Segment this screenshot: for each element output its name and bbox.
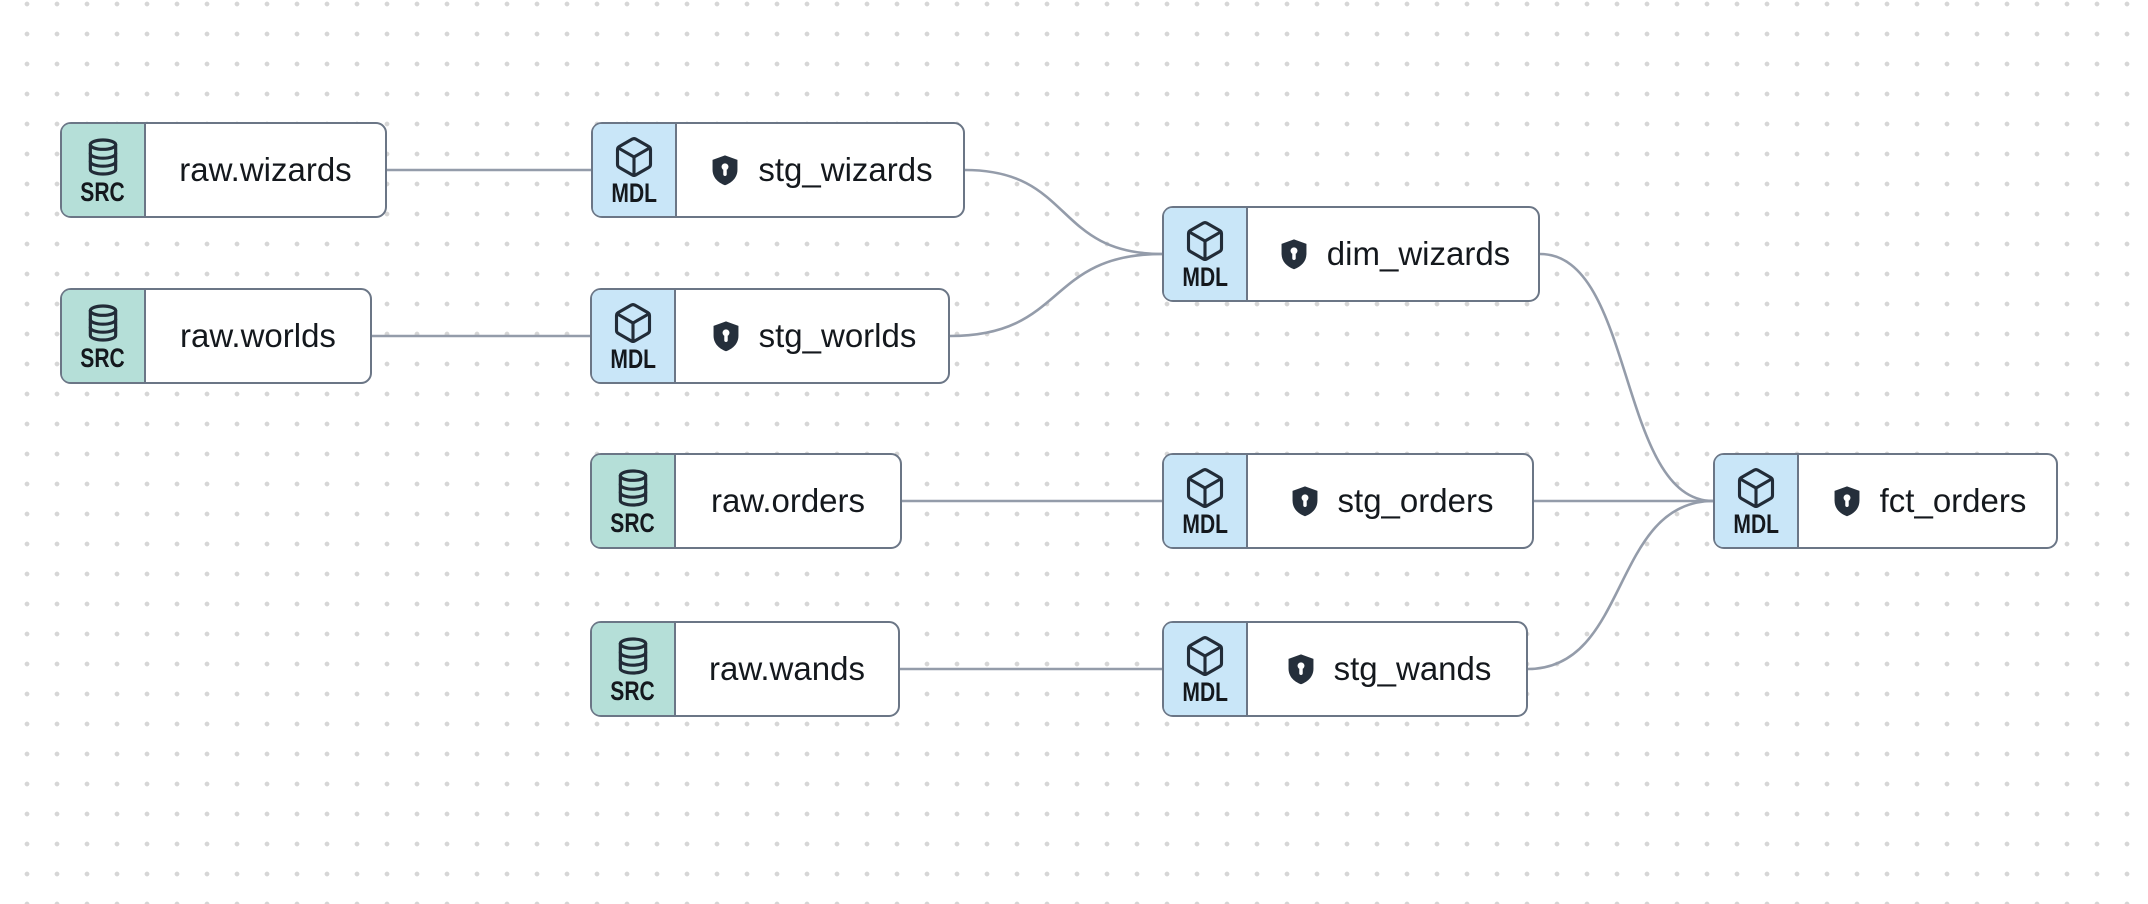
node-type-badge: MDL — [1164, 208, 1248, 300]
node-body: raw.wizards — [146, 124, 385, 216]
node-type-label: SRC — [80, 342, 126, 373]
node-type-badge: SRC — [592, 455, 676, 547]
node-body: fct_orders — [1799, 455, 2056, 547]
node-body: raw.worlds — [146, 290, 370, 382]
node-type-label: MDL — [1182, 261, 1228, 292]
node-label: fct_orders — [1879, 482, 2027, 519]
node-body: stg_wands — [1248, 623, 1526, 715]
node-body: raw.orders — [676, 455, 900, 547]
cube-icon — [610, 301, 656, 345]
node-label: raw.orders — [710, 482, 866, 519]
database-icon — [613, 467, 653, 509]
database-icon — [83, 302, 123, 344]
shield-lock-icon — [707, 150, 743, 190]
node-type-label: SRC — [80, 176, 126, 207]
lineage-node-raw.worlds[interactable]: SRC raw.worlds — [60, 288, 372, 384]
edge-stg_wizards-to-dim_wizards — [964, 168, 1163, 256]
lineage-node-fct_orders[interactable]: MDL fct_orders — [1713, 453, 2058, 549]
database-icon — [613, 635, 653, 677]
shield-lock-icon — [1276, 234, 1312, 274]
lineage-node-dim_wizards[interactable]: MDL dim_wizards — [1162, 206, 1540, 302]
node-body: stg_worlds — [676, 290, 948, 382]
node-label: stg_worlds — [758, 317, 917, 354]
cube-icon — [1182, 219, 1228, 263]
node-body: stg_wizards — [677, 124, 963, 216]
shield-lock-icon — [1829, 481, 1865, 521]
node-type-label: MDL — [1733, 508, 1779, 539]
node-type-badge: SRC — [62, 290, 146, 382]
cube-icon — [1733, 466, 1779, 510]
node-type-label: SRC — [610, 507, 656, 538]
node-type-badge: MDL — [593, 124, 677, 216]
lineage-node-stg_worlds[interactable]: MDL stg_worlds — [590, 288, 950, 384]
cube-icon — [1182, 634, 1228, 678]
lineage-node-stg_wizards[interactable]: MDL stg_wizards — [591, 122, 965, 218]
edge-dim_wizards-to-fct_orders — [1539, 252, 1714, 503]
node-body: dim_wizards — [1248, 208, 1538, 300]
shield-lock-icon — [1287, 481, 1323, 521]
edge-stg_worlds-to-dim_wizards — [949, 252, 1163, 338]
lineage-node-stg_wands[interactable]: MDL stg_wands — [1162, 621, 1528, 717]
node-label: stg_wands — [1333, 650, 1492, 687]
database-icon — [83, 136, 123, 178]
node-type-badge: MDL — [1164, 455, 1248, 547]
node-body: stg_orders — [1248, 455, 1532, 547]
node-type-label: MDL — [1182, 676, 1228, 707]
node-label: stg_orders — [1337, 482, 1494, 519]
node-label: raw.wizards — [179, 151, 352, 188]
shield-lock-icon — [708, 316, 744, 356]
node-label: raw.worlds — [180, 317, 336, 354]
node-type-label: MDL — [611, 177, 657, 208]
node-label: dim_wizards — [1326, 235, 1511, 272]
node-type-badge: SRC — [62, 124, 146, 216]
node-body: raw.wands — [676, 623, 898, 715]
lineage-node-raw.orders[interactable]: SRC raw.orders — [590, 453, 902, 549]
cube-icon — [611, 135, 657, 179]
node-label: raw.wands — [709, 650, 865, 687]
node-type-label: SRC — [610, 675, 656, 706]
node-type-badge: MDL — [1164, 623, 1248, 715]
lineage-node-stg_orders[interactable]: MDL stg_orders — [1162, 453, 1534, 549]
shield-lock-icon — [1283, 649, 1319, 689]
node-type-label: MDL — [610, 343, 656, 374]
lineage-node-raw.wands[interactable]: SRC raw.wands — [590, 621, 900, 717]
edge-stg_wands-to-fct_orders — [1527, 499, 1714, 671]
node-type-label: MDL — [1182, 508, 1228, 539]
node-type-badge: MDL — [592, 290, 676, 382]
cube-icon — [1182, 466, 1228, 510]
node-type-badge: SRC — [592, 623, 676, 715]
node-label: stg_wizards — [758, 151, 933, 188]
node-type-badge: MDL — [1715, 455, 1799, 547]
lineage-node-raw.wizards[interactable]: SRC raw.wizards — [60, 122, 387, 218]
